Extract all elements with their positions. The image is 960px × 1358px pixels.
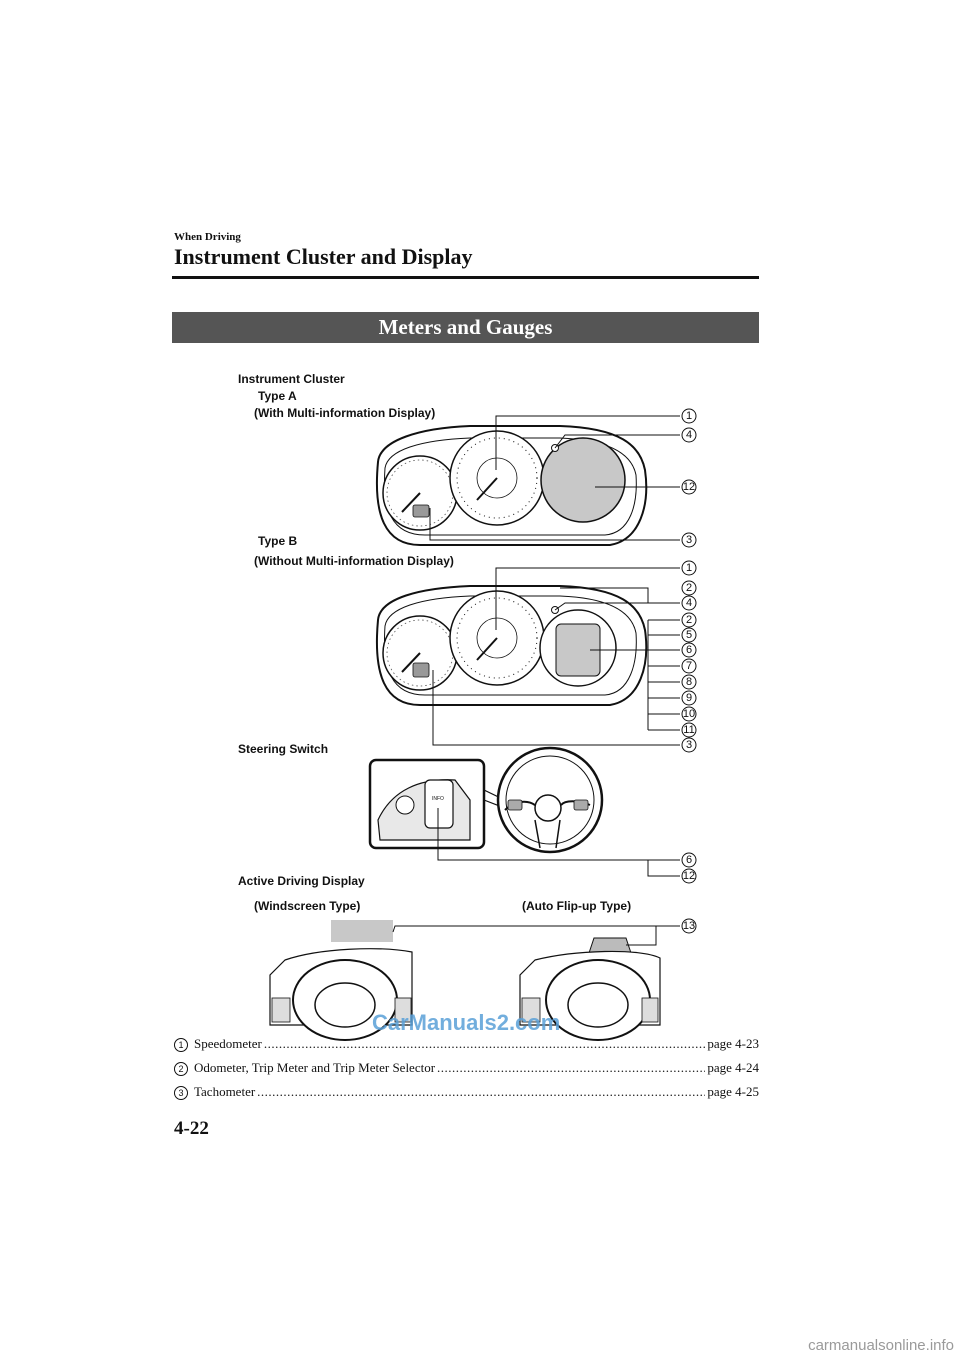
- svg-text:3: 3: [686, 739, 692, 751]
- section-banner: Meters and Gauges: [172, 312, 759, 343]
- section-label: When Driving: [174, 231, 241, 243]
- title-rule: [172, 276, 759, 279]
- callout-numbers-type-a: 1 4 12 3: [681, 408, 697, 548]
- label-auto-flipup-type: (Auto Flip-up Type): [522, 899, 631, 913]
- list-item: 2 Odometer, Trip Meter and Trip Meter Se…: [174, 1060, 759, 1084]
- label-type-a-desc: (With Multi-information Display): [254, 406, 435, 420]
- item-page-link[interactable]: page 4-23: [707, 1036, 759, 1051]
- svg-text:13: 13: [683, 920, 695, 932]
- svg-text:10: 10: [683, 708, 695, 720]
- callouts-switch: [437, 808, 680, 877]
- chapter-title: Instrument Cluster and Display: [174, 244, 473, 269]
- svg-text:9: 9: [686, 692, 692, 704]
- item-page-link[interactable]: page 4-24: [707, 1060, 759, 1075]
- svg-text:3: 3: [686, 534, 692, 546]
- item-label: Tachometer: [194, 1084, 256, 1099]
- steering-switch-closeup: INFO: [368, 758, 516, 850]
- svg-text:INFO: INFO: [432, 796, 444, 802]
- windscreen-display: [269, 920, 413, 1041]
- svg-text:2: 2: [686, 614, 692, 626]
- svg-text:8: 8: [686, 676, 692, 688]
- item-label: Odometer, Trip Meter and Trip Meter Sele…: [194, 1060, 436, 1075]
- item-number: 3: [174, 1086, 188, 1100]
- svg-text:12: 12: [683, 870, 695, 882]
- label-type-b-desc: (Without Multi-information Display): [254, 554, 454, 568]
- watermark: CarManuals2.com: [372, 1010, 561, 1035]
- item-number: 1: [174, 1038, 188, 1052]
- label-type-a: Type A: [258, 389, 297, 403]
- svg-text:6: 6: [686, 644, 692, 656]
- callout-numbers-switch: 6 12: [681, 852, 697, 884]
- svg-text:1: 1: [686, 410, 692, 422]
- list-item: 3 Tachometer page 4-25: [174, 1084, 759, 1108]
- flipup-display: [519, 937, 661, 1041]
- parts-list: 1 Speedometer page 4-23 2 Odometer, Trip…: [174, 1036, 759, 1108]
- label-active-driving-display: Active Driving Display: [238, 874, 365, 888]
- svg-text:1: 1: [686, 562, 692, 574]
- steering-wheel: [496, 746, 604, 854]
- item-number: 2: [174, 1062, 188, 1076]
- svg-text:2: 2: [686, 582, 692, 594]
- label-type-b: Type B: [258, 534, 297, 548]
- item-label: Speedometer: [194, 1036, 262, 1051]
- callout-numbers-type-b: 1 2 4 2 5 6 7 8 9 10 11 3: [681, 560, 697, 753]
- svg-text:5: 5: [686, 629, 692, 641]
- svg-text:7: 7: [686, 660, 692, 672]
- multi-info-display-a: [540, 437, 626, 523]
- list-item: 1 Speedometer page 4-23: [174, 1036, 759, 1060]
- svg-text:4: 4: [686, 597, 692, 609]
- leader-dots: [264, 1036, 706, 1052]
- cluster-type-a: [375, 425, 648, 546]
- svg-text:12: 12: [683, 481, 695, 493]
- item-page-link[interactable]: page 4-25: [707, 1084, 759, 1099]
- svg-text:11: 11: [683, 724, 694, 736]
- label-windscreen-type: (Windscreen Type): [254, 899, 360, 913]
- callouts-type-a: [429, 415, 680, 541]
- callouts-type-b: [432, 567, 680, 746]
- footer-watermark: carmanualsonline.info: [808, 1337, 954, 1354]
- svg-text:6: 6: [686, 854, 692, 866]
- label-instrument-cluster: Instrument Cluster: [238, 372, 345, 386]
- callout-numbers-add: 13: [681, 918, 697, 934]
- leader-dots: [437, 1060, 705, 1076]
- page-number: 4-22: [174, 1118, 209, 1139]
- callouts-add: [392, 925, 680, 946]
- cluster-type-b: [375, 585, 648, 706]
- label-steering-switch: Steering Switch: [238, 742, 328, 756]
- leader-dots: [257, 1084, 705, 1100]
- svg-text:4: 4: [686, 429, 692, 441]
